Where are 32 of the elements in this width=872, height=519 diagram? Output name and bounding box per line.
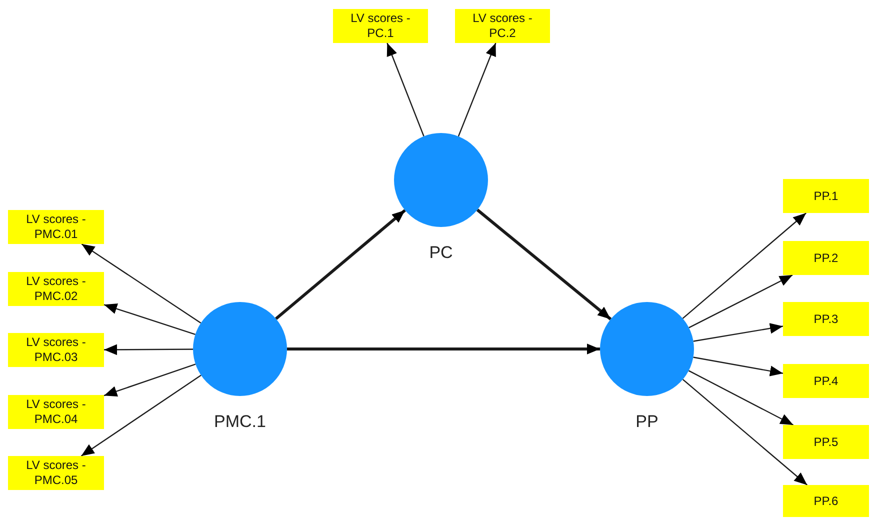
indicator-box: PP.1 [783, 179, 869, 213]
arrow [688, 370, 794, 426]
arrow [104, 364, 196, 396]
arrow [287, 344, 600, 354]
arrow [476, 208, 612, 320]
indicator-box: PP.5 [783, 425, 869, 459]
arrow [458, 42, 496, 137]
indicator-box: LV scores - PMC.03 [8, 333, 104, 367]
arrow [80, 374, 202, 456]
indicator-box: PP.4 [783, 364, 869, 398]
arrow [104, 344, 193, 356]
arrow [693, 323, 784, 342]
arrow [688, 274, 793, 328]
indicator-box: PP.3 [783, 302, 869, 336]
indicator-box: PP.6 [783, 485, 869, 517]
indicator-box: PP.2 [783, 241, 869, 275]
construct-label: PMC.1 [214, 412, 266, 432]
arrow [104, 304, 196, 335]
indicator-box: LV scores - PMC.01 [8, 210, 104, 244]
indicator-box: LV scores - PMC.02 [8, 272, 104, 306]
indicator-box: LV scores - PMC.04 [8, 395, 104, 429]
arrow [386, 42, 424, 136]
indicator-box: LV scores - PMC.05 [8, 456, 104, 490]
arrow [682, 212, 806, 319]
arrow [275, 209, 406, 320]
arrow [693, 356, 784, 376]
indicator-box: LV scores - PC.1 [333, 9, 428, 43]
indicator-box: LV scores - PC.2 [455, 9, 550, 43]
construct-label: PP [636, 412, 658, 432]
arrow [81, 244, 202, 324]
arrow [682, 378, 808, 486]
construct-label: PC [429, 243, 453, 263]
